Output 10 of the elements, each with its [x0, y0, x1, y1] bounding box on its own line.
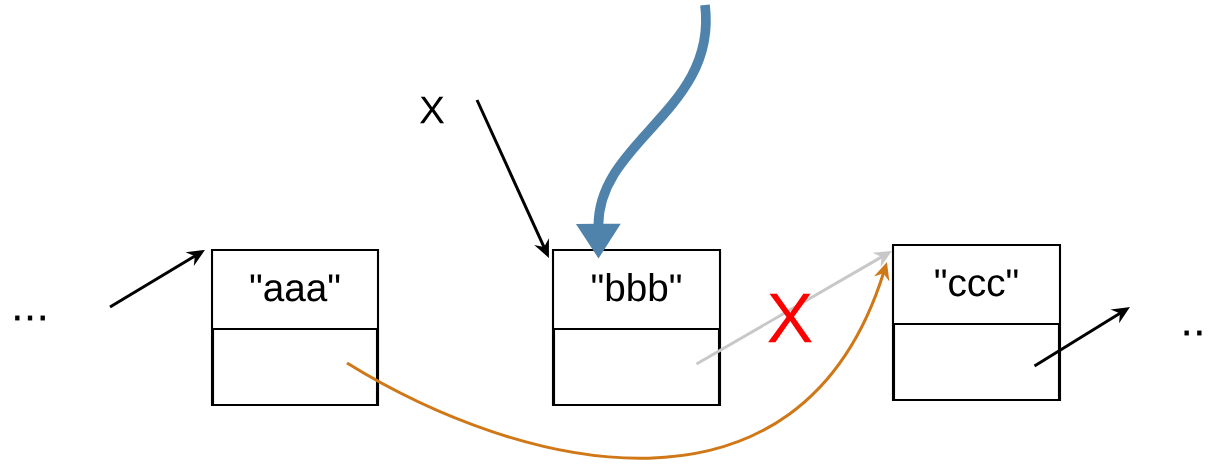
variable-label: X	[420, 96, 445, 124]
record-box: "bbb"	[551, 248, 722, 407]
ellipsis: ...	[15, 315, 45, 321]
pointer-cell	[211, 328, 379, 407]
pointer-cell	[892, 323, 1061, 402]
record-box: "ccc"	[891, 243, 1062, 402]
pointer-cell	[552, 328, 721, 407]
record-box: "aaa"	[210, 248, 380, 407]
cross-mark: X	[768, 293, 812, 343]
ellipsis: ..	[1184, 330, 1202, 336]
